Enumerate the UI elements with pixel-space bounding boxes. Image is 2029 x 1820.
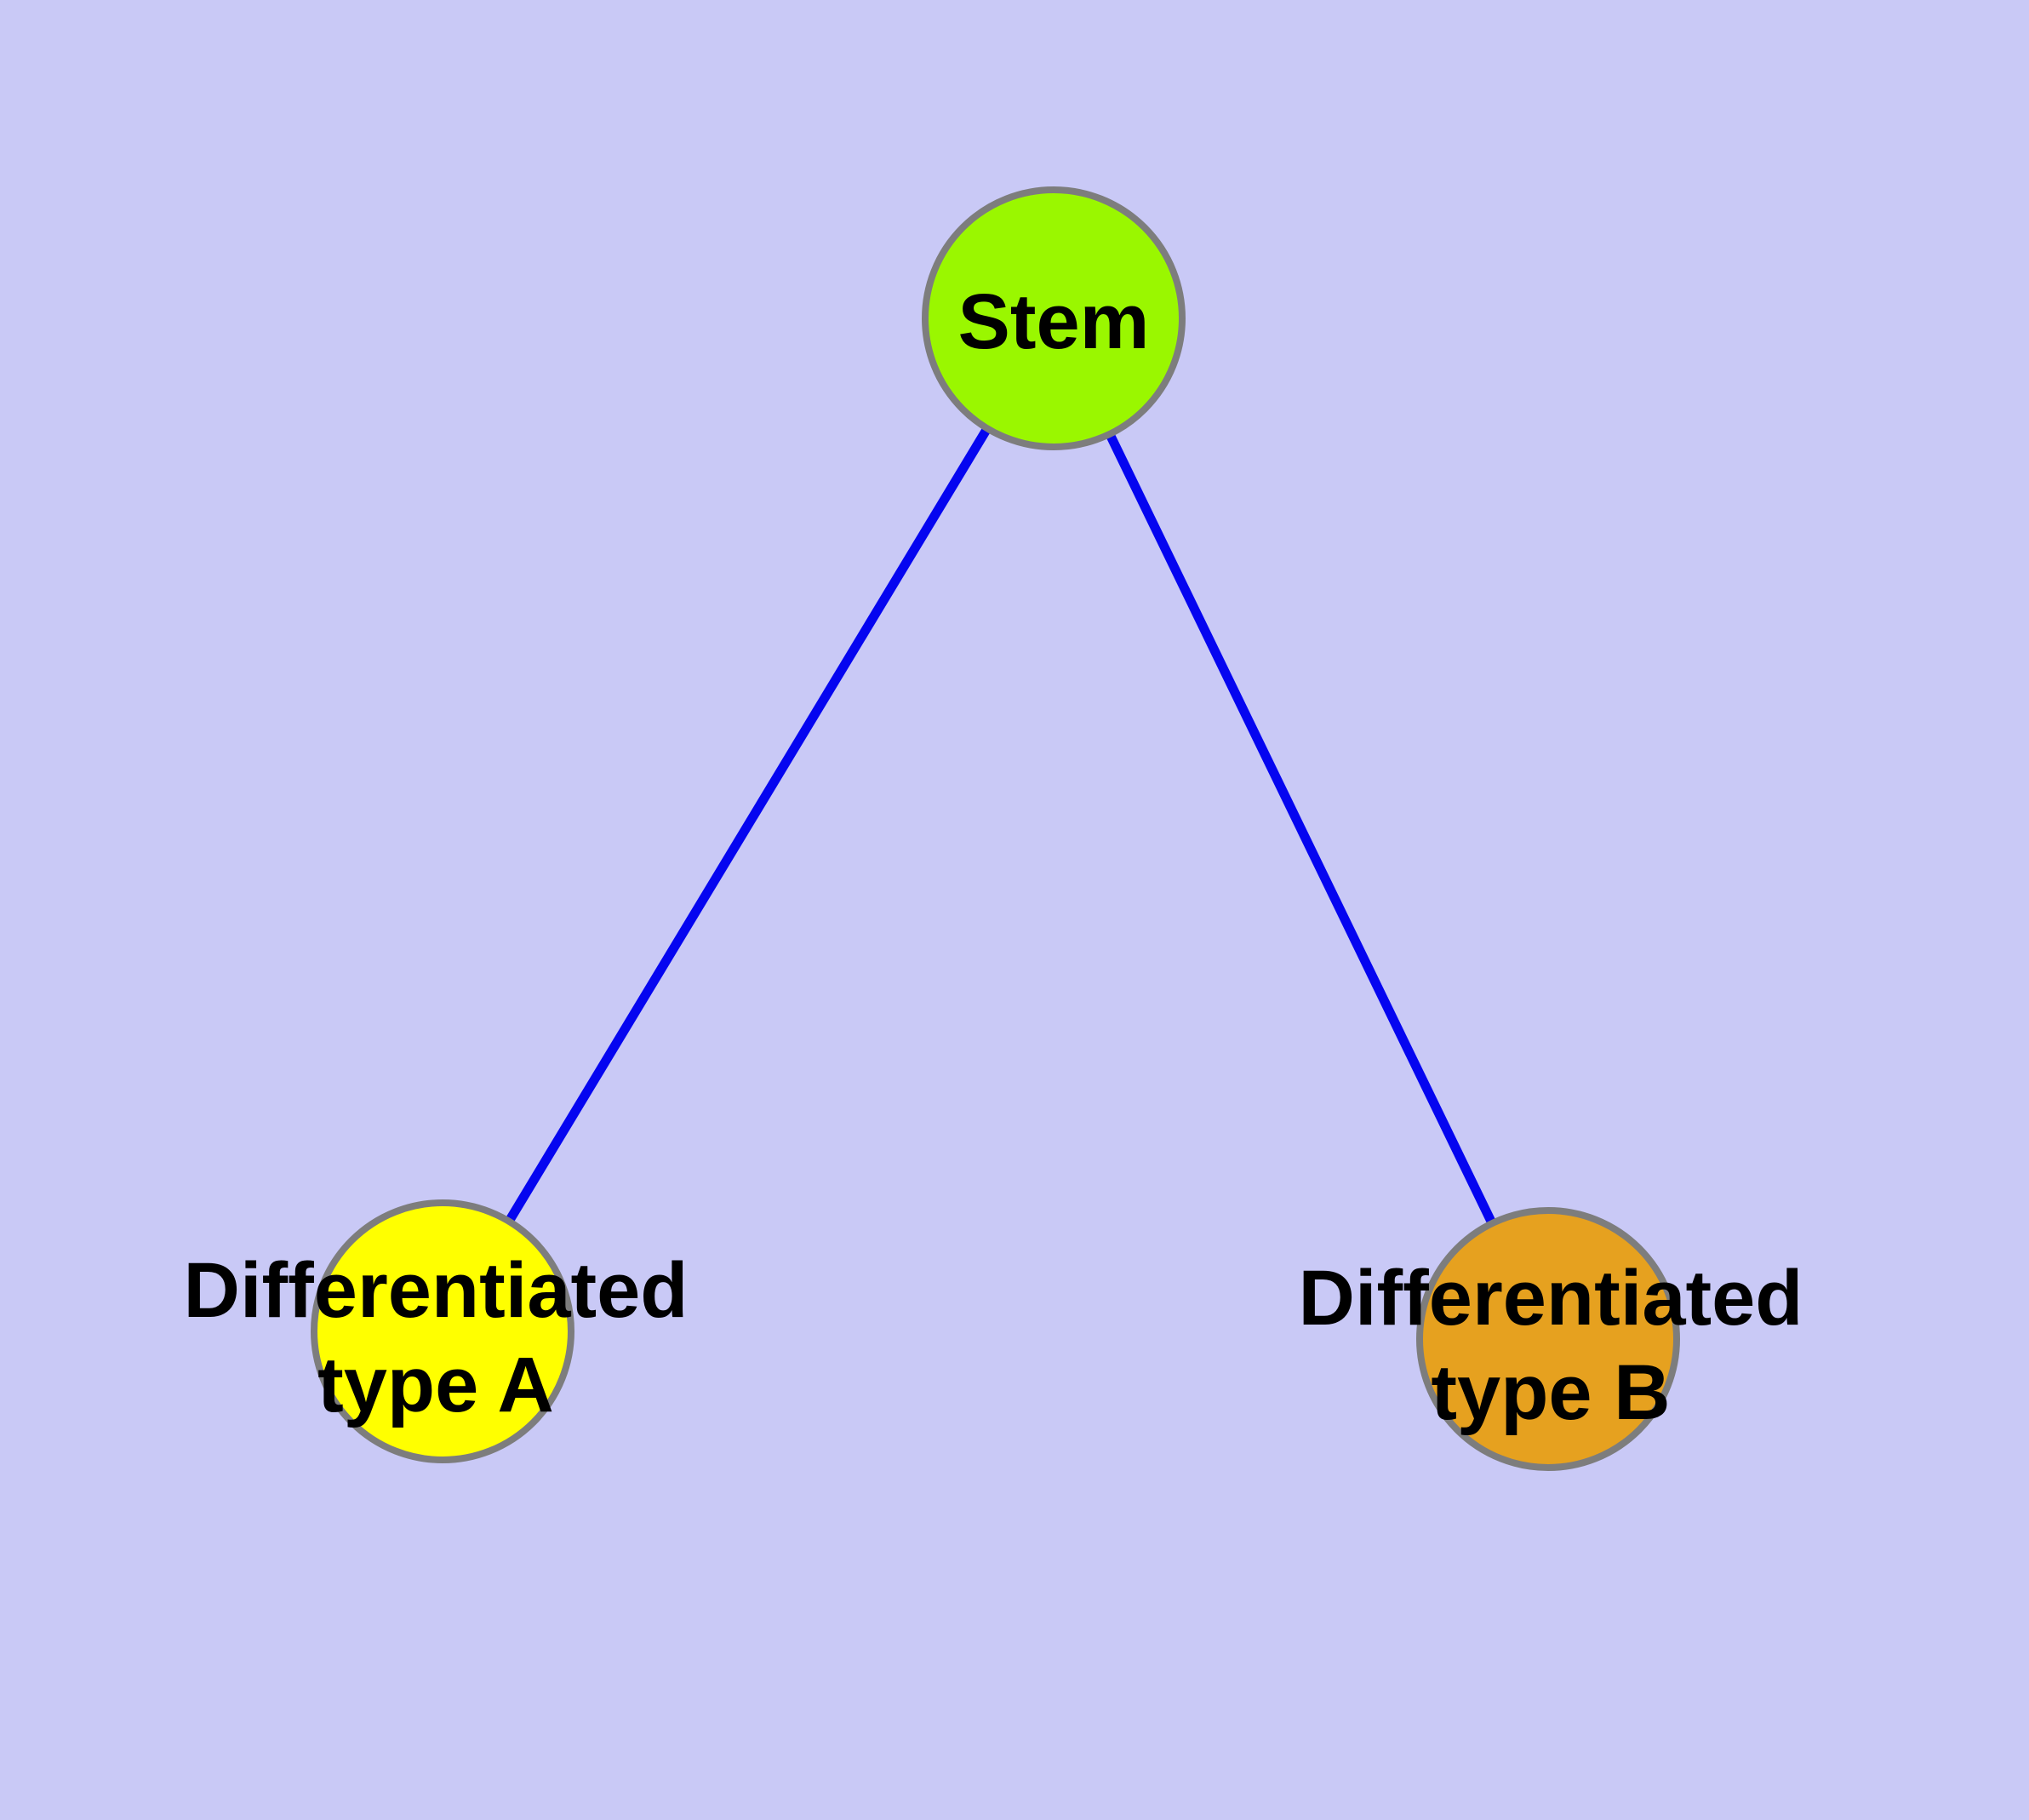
node-stem-circle [922, 186, 1186, 450]
node-type-b-label-line2: type B [1431, 1349, 1670, 1436]
node-stem-label: Stem [958, 278, 1150, 365]
node-type-b-circle [1416, 1207, 1680, 1471]
node-type-a-label-line2: type A [317, 1342, 554, 1428]
edge-stem-to-type-b [1049, 316, 1552, 1342]
node-type-a-label-line1: Differentiated [184, 1247, 689, 1334]
edge-stem-to-type-a [438, 316, 1058, 1334]
node-type-b-label-line1: Differentiated [1299, 1255, 1803, 1342]
node-type-a-circle [311, 1199, 574, 1463]
